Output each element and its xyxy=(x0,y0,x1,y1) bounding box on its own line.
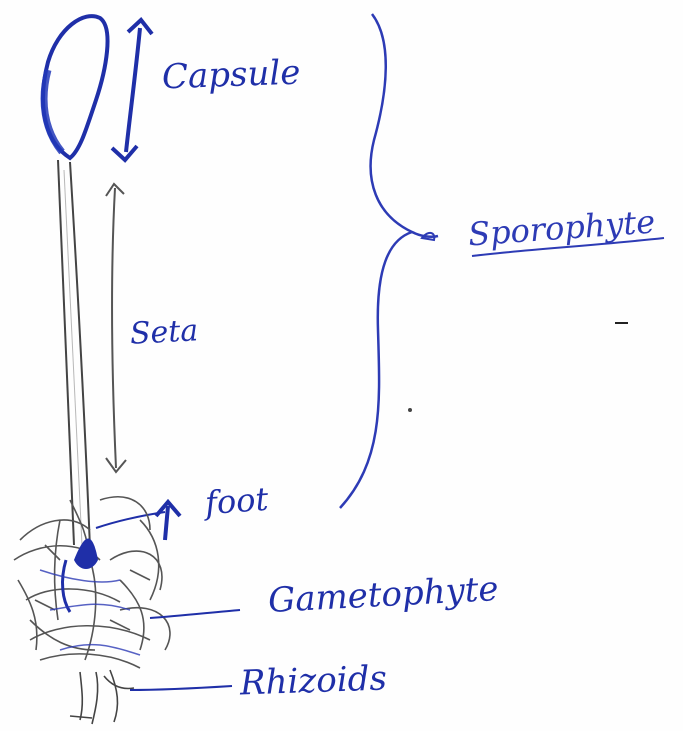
seta-label: Seta xyxy=(129,316,199,350)
rhizoids-label: Rhizoids xyxy=(239,661,387,700)
stray-dot xyxy=(408,408,412,412)
capsule-arrow xyxy=(112,20,152,160)
capsule-drawing xyxy=(43,16,108,158)
rhizoids-drawing xyxy=(70,670,134,724)
gametophyte-leader-line xyxy=(150,610,240,618)
foot-label: foot xyxy=(204,483,269,519)
foot-base xyxy=(63,539,98,612)
rhizoids-leader-line xyxy=(130,686,232,690)
sporophyte-brace xyxy=(340,14,438,508)
foot-arrow xyxy=(96,502,180,540)
seta-drawing xyxy=(58,160,90,548)
capsule-label: Capsule xyxy=(161,56,300,95)
seta-arrow xyxy=(106,184,126,472)
